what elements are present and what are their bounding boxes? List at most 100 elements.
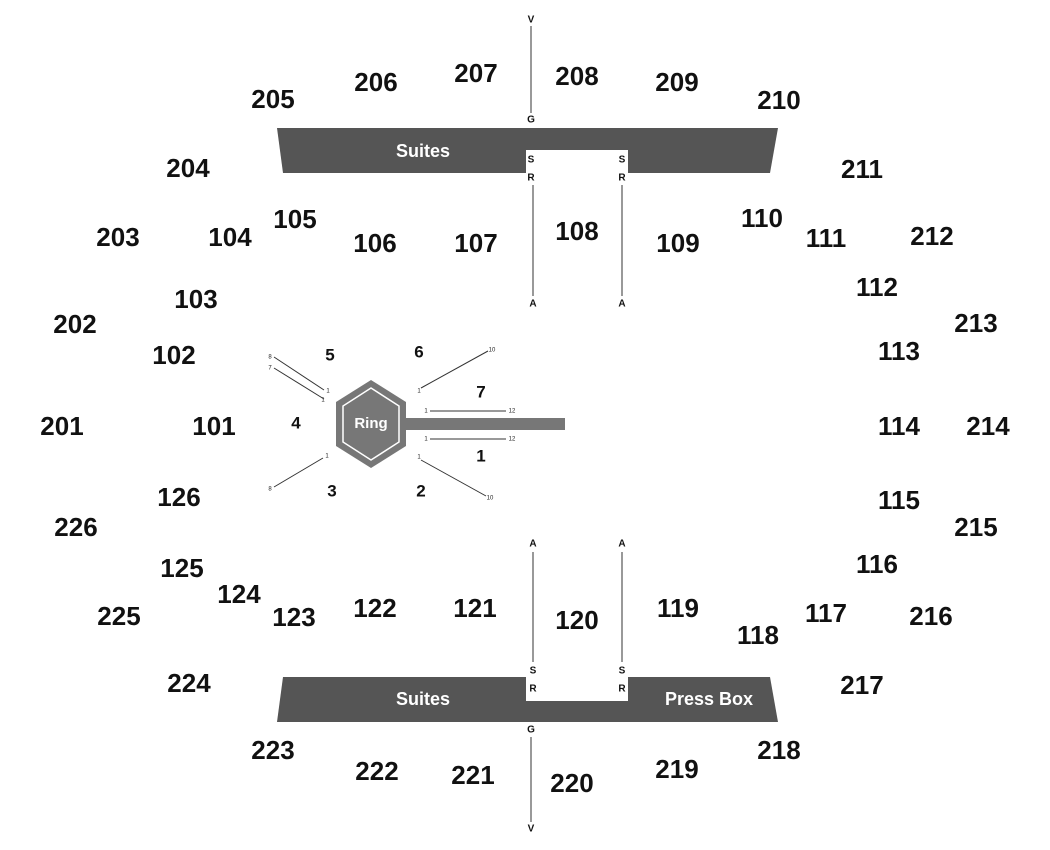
floor-5-row-line-a [273,356,325,391]
floor-section-7[interactable]: 7 [476,382,485,401]
section-106[interactable]: 106 [353,228,396,258]
section-223[interactable]: 223 [251,735,294,765]
top-v-label: V [528,15,535,26]
section-213[interactable]: 213 [954,308,997,338]
floor-5-row-8-label: 8 [268,355,272,361]
section-204[interactable]: 204 [166,153,210,183]
section-109[interactable]: 109 [656,228,699,258]
section-123[interactable]: 123 [272,602,315,632]
section-224[interactable]: 224 [167,668,211,698]
section-218[interactable]: 218 [757,735,800,765]
section-105[interactable]: 105 [273,204,316,234]
top-left-r-label: R [527,173,535,184]
floor-5-row-line-b [273,367,325,400]
section-203[interactable]: 203 [96,222,139,252]
section-201[interactable]: 201 [40,411,83,441]
bottom-v-label: V [528,824,535,835]
section-121[interactable]: 121 [453,593,496,623]
section-217[interactable]: 217 [840,670,883,700]
floor-section-1[interactable]: 1 [476,446,485,465]
section-215[interactable]: 215 [954,512,997,542]
section-116[interactable]: 116 [856,549,898,579]
floor-5-row-1a-label: 1 [326,389,330,395]
press-box-label[interactable]: Press Box [665,689,753,709]
section-114[interactable]: 114 [878,411,920,441]
floor-section-4[interactable]: 4 [291,413,301,432]
section-126[interactable]: 126 [157,482,200,512]
bottom-right-s-label: S [619,666,626,677]
floor-5-row-7-label: 7 [268,366,272,372]
section-226[interactable]: 226 [54,512,97,542]
floor-section-6[interactable]: 6 [414,342,423,361]
floor-1-row-1-label: 1 [424,437,428,443]
floor-2-row-line [420,459,487,497]
ring-hexagon-inner [342,387,400,461]
top-left-a-label: A [529,299,536,310]
section-111[interactable]: 111 [806,223,847,253]
floor-2-row-10-label: 10 [487,496,494,502]
floor-6-row-line [420,350,489,389]
floor-section-5[interactable]: 5 [325,345,334,364]
top-right-r-label: R [618,173,626,184]
top-g-label: G [527,115,535,126]
section-216[interactable]: 216 [909,601,952,631]
floor-7-row-12-label: 12 [509,409,516,415]
floor-5-row-1b-label: 1 [321,398,325,404]
section-110[interactable]: 110 [741,203,783,233]
bottom-left-a-label: A [529,539,536,550]
section-202[interactable]: 202 [53,309,96,339]
bottom-g-label: G [527,725,535,736]
section-212[interactable]: 212 [910,221,953,251]
ring-label[interactable]: Ring [354,415,387,432]
section-108[interactable]: 108 [555,216,598,246]
section-214[interactable]: 214 [966,411,1010,441]
suites-top-label[interactable]: Suites [396,141,450,161]
floor-section-3[interactable]: 3 [327,481,336,500]
section-102[interactable]: 102 [152,340,195,370]
section-120[interactable]: 120 [555,605,598,635]
floor-7-row-1-label: 1 [424,409,428,415]
section-112[interactable]: 112 [856,272,898,302]
section-125[interactable]: 125 [160,553,203,583]
suites-bottom-label[interactable]: Suites [396,689,450,709]
section-113[interactable]: 113 [878,336,920,366]
bottom-right-r-label: R [618,684,626,695]
bottom-left-r-label: R [529,684,537,695]
section-208[interactable]: 208 [555,61,598,91]
section-118[interactable]: 118 [737,620,779,650]
section-119[interactable]: 119 [657,593,699,623]
floor-3-row-line [273,457,324,488]
section-210[interactable]: 210 [757,85,800,115]
section-207[interactable]: 207 [454,58,497,88]
section-221[interactable]: 221 [451,760,494,790]
section-220[interactable]: 220 [550,768,593,798]
section-122[interactable]: 122 [353,593,396,623]
section-225[interactable]: 225 [97,601,140,631]
bottom-left-s-label: S [530,666,537,677]
ring-hexagon-outer[interactable] [336,380,406,468]
section-211[interactable]: 211 [841,154,883,184]
section-103[interactable]: 103 [174,284,217,314]
floor-3-row-8-label: 8 [268,487,272,493]
top-right-s-label: S [619,155,626,166]
floor-2-row-1-label: 1 [417,455,421,461]
section-219[interactable]: 219 [655,754,698,784]
section-124[interactable]: 124 [217,579,261,609]
section-107[interactable]: 107 [454,228,497,258]
section-222[interactable]: 222 [355,756,398,786]
section-205[interactable]: 205 [251,84,294,114]
floor-1-row-12-label: 12 [509,437,516,443]
section-115[interactable]: 115 [878,485,920,515]
floor-6-row-10-label: 10 [489,348,496,354]
section-206[interactable]: 206 [354,67,397,97]
section-209[interactable]: 209 [655,67,698,97]
top-right-a-label: A [618,299,625,310]
floor-6-row-1-label: 1 [417,389,421,395]
section-117[interactable]: 117 [805,598,847,628]
section-104[interactable]: 104 [208,222,252,252]
floor-section-2[interactable]: 2 [416,481,425,500]
section-101[interactable]: 101 [192,411,235,441]
runway[interactable] [395,418,565,430]
